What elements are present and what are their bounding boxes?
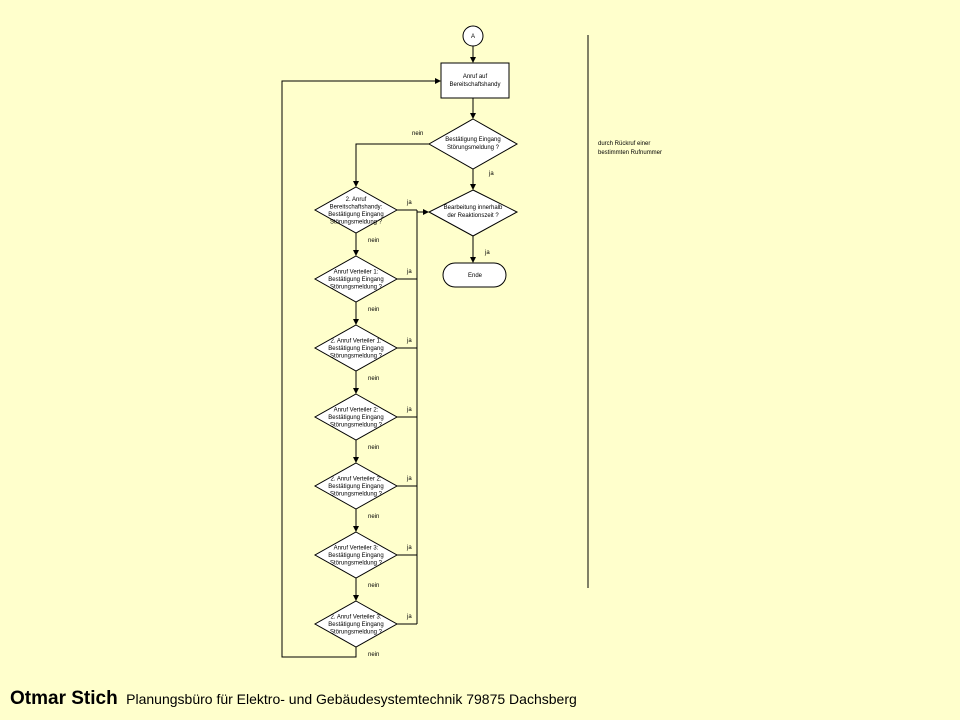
label-no-3: nein [368, 376, 379, 382]
end-terminator: Ende [442, 262, 507, 288]
label-yes-3: ja [406, 338, 412, 344]
decision-7-line-2: Bestätigung Eingang [328, 622, 383, 628]
label-no-1: nein [368, 238, 379, 244]
decision-5-line-1: 2. Anruf Verteiler 2: [330, 477, 381, 483]
arrow-confirm-no [353, 143, 429, 187]
label-no-2: nein [368, 307, 379, 313]
decision-6-line-1: Anruf Verteiler 3: [334, 546, 379, 552]
decision-3-line-1: 2. Anruf Verteiler 1: [330, 339, 381, 345]
decision-confirm-line-1: Bestätigung Eingang [445, 137, 500, 143]
decision-diamond-1 [313, 186, 399, 234]
decision-reaction-line-1: Bearbeitung innerhalb [444, 205, 503, 211]
loop-back-to-start [281, 78, 441, 658]
label-yes-reaction: ja [484, 250, 490, 256]
label-no-7: nein [368, 652, 379, 658]
decision-reaction: Bearbeitung innerhalb der Reaktionszeit … [427, 189, 519, 237]
loop-connectors [281, 78, 441, 658]
side-note: durch Rückruf einer bestimmten Rufnummer [598, 141, 662, 156]
side-note-line-1: durch Rückruf einer [598, 141, 650, 147]
decision-4-line-1: Anruf Verteiler 2: [334, 408, 379, 414]
decision-1-line-4: Störungsmeldung ? [330, 219, 383, 225]
connector-a: A [462, 25, 484, 47]
footer: Otmar Stich Planungsbüro für Elektro- un… [10, 688, 577, 710]
label-yes-6: ja [406, 545, 412, 551]
start-process-box: Anruf auf Bereitschaftshandy [440, 62, 510, 99]
decision-5-line-2: Bestätigung Eingang [328, 484, 383, 490]
decision-7-line-3: Störungsmeldung ? [330, 630, 383, 636]
decision-diamond-6 [313, 531, 399, 579]
yes-bus-to-reaction [416, 209, 429, 215]
decision-diamond-7 [313, 600, 399, 648]
start-line-1: Anruf auf [463, 74, 488, 80]
decision-1-line-1: 2. Anruf [346, 197, 367, 203]
start-line-2: Bereitschaftshandy [449, 82, 500, 88]
decision-6-line-2: Bestätigung Eingang [328, 553, 383, 559]
decision-confirm-line-2: Störungsmeldung ? [447, 145, 500, 151]
decision-7-line-1: 2. Anruf Verteiler 3: [330, 615, 381, 621]
flowchart: A Anruf auf Bereitschaftshandy Bestätigu… [281, 25, 662, 658]
label-yes-2: ja [406, 269, 412, 275]
label-yes-1: ja [406, 200, 412, 206]
decision-1-line-2: Bereitschaftshandy: [330, 204, 383, 210]
label-yes-confirm: ja [488, 171, 494, 177]
label-no-5: nein [368, 514, 379, 520]
decision-reaction-line-2: der Reaktionszeit ? [447, 213, 499, 219]
decision-1-line-3: Bestätigung Eingang [328, 212, 383, 218]
decision-diamond-4 [313, 393, 399, 441]
decision-confirm: Bestätigung Eingang Störungsmeldung ? [427, 118, 519, 170]
decision-4-line-3: Störungsmeldung ? [330, 423, 383, 429]
end-label: Ende [468, 273, 483, 279]
decision-3-line-2: Bestätigung Eingang [328, 346, 383, 352]
label-yes-7: ja [406, 614, 412, 620]
decision-4-line-2: Bestätigung Eingang [328, 415, 383, 421]
decision-2-line-1: Anruf Verteiler 1: [334, 270, 379, 276]
decision-diamond-3 [313, 324, 399, 372]
decision-3-line-3: Störungsmeldung ? [330, 354, 383, 360]
label-yes-5: ja [406, 476, 412, 482]
label-no-confirm: nein [412, 131, 423, 137]
connector-a-label: A [471, 34, 475, 40]
side-note-line-2: bestimmten Rufnummer [598, 150, 662, 156]
decision-diamond-2 [313, 255, 399, 303]
label-yes-4: ja [406, 407, 412, 413]
label-no-6: nein [368, 583, 379, 589]
decision-2-line-3: Störungsmeldung ? [330, 285, 383, 291]
decision-5-line-3: Störungsmeldung ? [330, 492, 383, 498]
footer-subtitle: Planungsbüro für Elektro- und Gebäudesys… [126, 691, 577, 707]
footer-name: Otmar Stich [10, 688, 118, 709]
decision-diamond-5 [313, 462, 399, 510]
label-no-4: nein [368, 445, 379, 451]
decision-6-line-3: Störungsmeldung ? [330, 561, 383, 567]
decision-2-line-2: Bestätigung Eingang [328, 277, 383, 283]
